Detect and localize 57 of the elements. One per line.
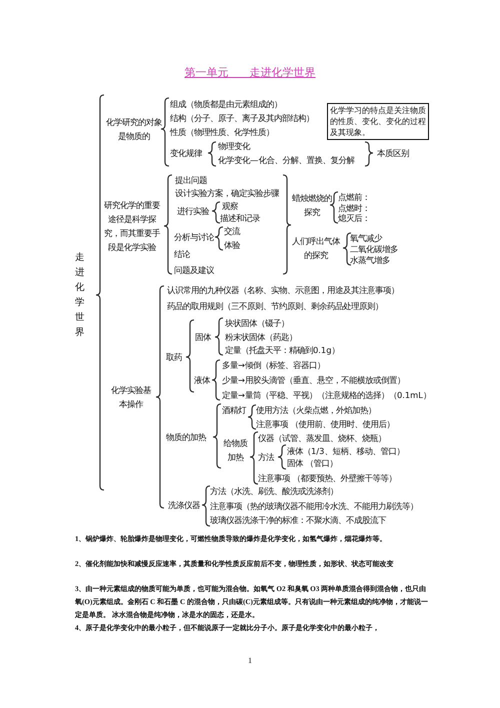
callout-box: 化学学习的特点是关注物质的性质、变化、变化的过程及其现象。 <box>327 103 429 140</box>
topic-text: 液体（1/3、短柄、移动、管口） <box>287 446 404 456</box>
topic-text: 液体 <box>194 375 210 385</box>
topic-text: 化学变化—化合、分解、置换、复分解 <box>218 155 354 165</box>
topic-text: 二氧化碳增多 <box>350 244 398 254</box>
topic-text: 体验 <box>224 240 240 250</box>
topic-text: 玻璃仪器洗涤干净的标准：不聚水滴、不成股流下 <box>210 515 386 525</box>
topic-text: 药品的取用规则（三不原则、节约原则、剩余药品处理原则） <box>167 301 383 311</box>
topic-text: 变化规律 <box>170 148 202 158</box>
topic-text: 物质的加热 <box>166 432 206 442</box>
topic-text: 定量→量筒（平稳、平视）（注意规格的选择）（0.1mL） <box>222 390 431 400</box>
topic-text: 物理变化 <box>218 141 250 151</box>
topic-text: 认识常用的九种仪器（名称、实物、示意图，用途及其注意事项） <box>167 285 399 295</box>
topic-text: 粉末状固体（药匙） <box>225 332 297 342</box>
topic-text: 结论 <box>174 249 190 259</box>
topic-text: 少量→用胶头滴管（垂直、悬空，不能横放或倒置） <box>222 375 405 385</box>
topic-text: 本质区别 <box>377 148 409 158</box>
topic-text: 点燃前： <box>338 192 370 202</box>
topic-text: 使用方法（火柴点燃，外焰加热） <box>256 405 376 415</box>
topic-text: 化学实验基本操作 <box>110 384 152 411</box>
topic-text: 注意事项 （使用前、使用时、使用后） <box>256 419 395 429</box>
vertical-title: 走进化学世界 <box>74 251 86 340</box>
topic-text: 提出问题 <box>175 175 207 185</box>
topic-text: 洗涤仪器 <box>168 500 200 510</box>
topic-text: 方法 <box>258 452 274 462</box>
topic-text: 取药 <box>166 352 182 362</box>
topic-text: 结构（分子、原子、离子及其内部结构） <box>170 113 314 123</box>
topic-text: 给物质加热 <box>222 437 249 464</box>
topic-text: 固体 <box>195 332 211 342</box>
topic-text: 描述和记录 <box>220 213 260 223</box>
page-number: 1 <box>247 656 253 665</box>
topic-text: 研究化学的重要途径是科学探究，而其重要手段是化学实验 <box>103 199 161 254</box>
topic-text: 问题及建议 <box>174 265 214 275</box>
topic-text: 酒精灯 <box>222 405 246 415</box>
topic-text: 熄灭后： <box>338 213 370 223</box>
topic-text: 固体 （管口） <box>287 458 338 468</box>
topic-text: 注意事项 （都要预热、外壁擦干等等） <box>258 473 397 483</box>
topic-text: 化学研究的对象是物质的 <box>106 116 162 143</box>
topic-text: 交流 <box>224 226 240 236</box>
topic-text: 注意事项（热的玻璃仪器不能用冷水洗、不能用力刷洗等） <box>210 501 418 511</box>
topic-text: 性质（物理性质、化学性质） <box>170 127 274 137</box>
topic-text: 蜡烛燃烧的探究 <box>292 192 332 219</box>
topic-text: 水蒸气增多 <box>350 255 390 265</box>
topic-text: 块状固体（镊子） <box>225 318 289 328</box>
topic-text: 人们呼出气体的探究 <box>292 235 340 262</box>
topic-text: 组成（物质都是由元素组成的） <box>170 99 282 109</box>
topic-text: 设计实验方案，确定实验步骤 <box>175 188 279 198</box>
topic-text: 点燃时： <box>338 203 370 213</box>
title: 第一单元 走进化学世界 <box>184 66 316 79</box>
topic-text: 方法（水洗、刷洗、酸洗或洗涤剂） <box>210 486 338 496</box>
topic-text: 定量（托盘天平：精确到0.1g） <box>225 345 340 355</box>
topic-text: 氧气减少 <box>350 233 382 243</box>
topic-text: 分析与讨论 <box>174 232 214 242</box>
topic-text: 观察 <box>222 201 238 211</box>
topic-text: 多量→倾倒（标签、容器口） <box>222 360 325 370</box>
topic-text: 仪器（试管、蒸发皿、烧杯、烧瓶） <box>258 433 386 443</box>
topic-text: 进行实验 <box>177 206 209 216</box>
